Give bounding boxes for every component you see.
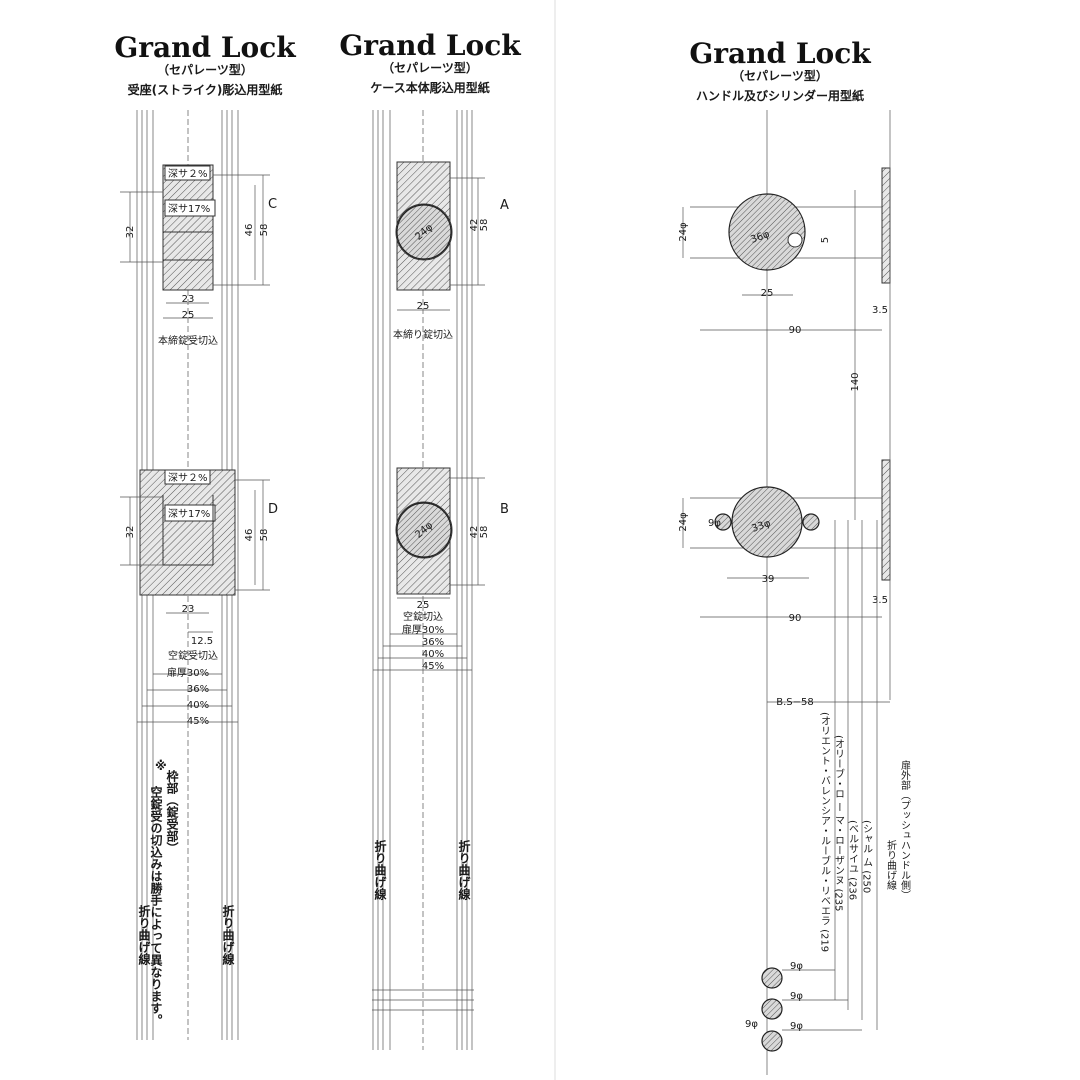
strike-panel: Grand Lock （セパレーツ型） 受座(ストライク)彫込用型紙 深サ２% …	[114, 31, 296, 1040]
strike-thk-40: 40%	[187, 700, 209, 711]
strike-c-w25: 25	[182, 310, 195, 321]
strike-c-block: 深サ２% 深サ17% 32 46 58 C 23 25 本締錠受切込	[120, 164, 277, 347]
case-title: ケース本体彫込用型紙	[370, 80, 489, 95]
case-thickness-dims: 扉厚30% 36% 40% 45%	[373, 623, 472, 672]
handle-bottom-w39: 39	[762, 574, 775, 585]
backset-lines	[767, 520, 890, 1030]
handle-type: （セパレーツ型）	[732, 68, 828, 83]
case-a-h42: 42	[469, 219, 480, 232]
handle-door-outside: 扉外部（プッシュハンドル側）	[899, 759, 911, 900]
case-b-h58: 58	[479, 526, 490, 539]
handle-title: ハンドル及びシリンダー用型紙	[696, 88, 864, 103]
case-a-h58: 58	[479, 219, 490, 232]
handle-brand: Grand Lock	[689, 37, 871, 70]
strike-brand: Grand Lock	[114, 31, 296, 64]
case-a-letter: A	[500, 198, 509, 213]
handle-top: 24φ 36φ 5 25 90 3.5	[678, 193, 888, 336]
handle-model-2: (オリーブ・ロ ー マ・ローザンヌ (235	[833, 735, 845, 911]
case-b-caption: 空錠切込	[403, 610, 443, 623]
handle-holes: 9φ 9φ 9φ 9φ	[745, 961, 862, 1052]
handle-model-4: (シャル ム (250	[861, 820, 873, 893]
strike-c-depth1: 深サ２%	[168, 168, 208, 180]
handle-model-3: (ベルサイユ (236	[847, 820, 859, 900]
strike-fold-left: 折り曲げ線	[137, 904, 151, 966]
strike-d-caption: 空錠受切込	[168, 649, 218, 662]
handle-top-w90: 90	[789, 325, 802, 336]
case-thk-36: 36%	[422, 637, 444, 648]
strike-note1: 枠部（錠受部）	[165, 769, 179, 854]
case-panel: Grand Lock （セパレーツ型） ケース本体彫込用型紙 24φ	[339, 29, 521, 1050]
case-type: （セパレーツ型）	[382, 60, 478, 75]
handle-panel: Grand Lock （セパレーツ型） ハンドル及びシリンダー用型紙 24φ 3…	[678, 37, 911, 1075]
strike-d-h58: 58	[259, 529, 270, 542]
strike-title: 受座(ストライク)彫込用型紙	[128, 82, 283, 97]
strike-d-block: 深サ２% 深サ17% 32 46 58 D 23 12.5 空錠受切込	[120, 469, 278, 662]
case-brand: Grand Lock	[339, 29, 521, 62]
handle-fold: 折り曲げ線	[885, 839, 897, 890]
case-b-block: 24φ 42 58 B 25 空錠切込	[395, 467, 509, 623]
strike-type: （セパレーツ型）	[157, 62, 253, 77]
strike-thickness-dims: 扉厚30% 36% 40% 45%	[137, 666, 238, 727]
strike-thk-30: 扉厚30%	[167, 666, 209, 679]
strike-d-depth2: 深サ17%	[168, 508, 210, 520]
door-edge-bottom	[881, 459, 891, 581]
case-b-w25: 25	[417, 600, 430, 611]
handle-top-w25: 25	[761, 288, 774, 299]
case-fold-left: 折り曲げ線	[373, 839, 387, 901]
handle-top-t3-5: 3.5	[872, 305, 888, 316]
strike-d-w23: 23	[182, 604, 195, 615]
case-thk-45: 45%	[422, 661, 444, 672]
strike-thk-36: 36%	[187, 684, 209, 695]
strike-c-caption: 本締錠受切込	[158, 334, 218, 347]
strike-d-w12-5: 12.5	[191, 636, 213, 647]
strike-d-depth1: 深サ２%	[168, 472, 208, 484]
handle-bottom-t3-5: 3.5	[872, 595, 888, 606]
strike-fold-right: 折り曲げ線	[221, 904, 235, 966]
case-thk-40: 40%	[422, 649, 444, 660]
case-b-h42: 42	[469, 526, 480, 539]
strike-c-w23: 23	[182, 294, 195, 305]
handle-bs: B.S−58	[776, 697, 814, 708]
strike-c-h58: 58	[259, 224, 270, 237]
case-guide-lines	[372, 110, 474, 1050]
case-a-caption: 本締り錠切込	[393, 328, 453, 341]
handle-hole-3: 9φ	[745, 1019, 758, 1030]
handle-bottom-d24: 24φ	[678, 512, 689, 532]
handle-gap140: 140	[850, 372, 861, 391]
strike-c-h32: 32	[125, 226, 136, 239]
case-b-letter: B	[500, 502, 509, 517]
handle-top-d5: 5	[820, 237, 831, 243]
strike-c-h46: 46	[244, 224, 255, 237]
handle-bottom-w90: 90	[789, 613, 802, 624]
strike-c-depth2: 深サ17%	[168, 203, 210, 215]
handle-hole-2: 9φ	[790, 991, 803, 1002]
strike-d-h46: 46	[244, 529, 255, 542]
handle-bottom-d9: 9φ	[708, 518, 721, 529]
door-edge-top	[881, 167, 891, 284]
handle-top-d24: 24φ	[678, 222, 689, 242]
case-a-block: 24φ 42 58 A 25 本締り錠切込	[393, 161, 509, 341]
case-a-w25: 25	[417, 301, 430, 312]
strike-d-letter: D	[268, 502, 278, 517]
handle-hole-4: 9φ	[790, 1021, 803, 1032]
handle-bottom: 24φ 9φ 33φ 39 90 3.5	[678, 486, 888, 624]
strike-thk-45: 45%	[187, 716, 209, 727]
strike-c-letter: C	[268, 197, 277, 212]
strike-note2: 空錠受の切込みは勝手によって異なります。	[149, 785, 163, 1026]
strike-d-h32: 32	[125, 526, 136, 539]
strike-note-mark: ※	[155, 759, 167, 773]
handle-hole-1: 9φ	[790, 961, 803, 972]
case-fold-right: 折り曲げ線	[457, 839, 471, 901]
case-thk-30: 扉厚30%	[402, 623, 444, 636]
handle-model-1: (オリエント・バレンシア・ルーブル・リベエラ (219	[819, 712, 831, 952]
